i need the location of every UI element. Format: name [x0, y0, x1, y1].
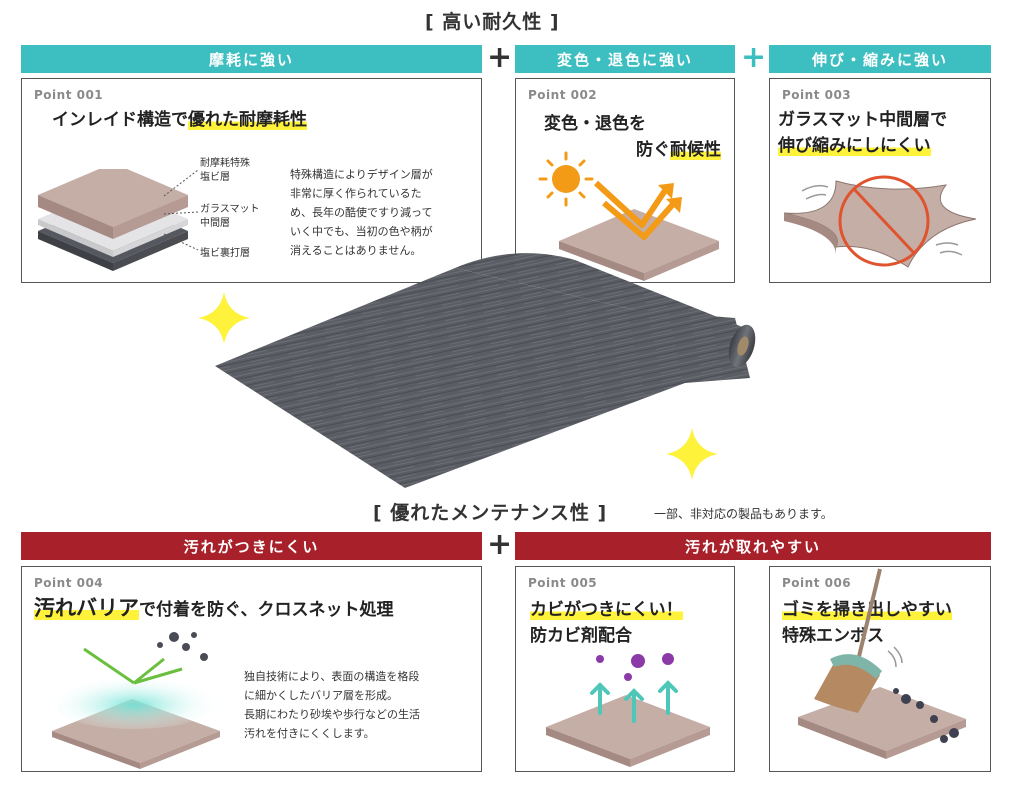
point-002-heading-line2: 防ぐ耐候性 — [636, 140, 721, 160]
sweeping-illustration — [798, 568, 966, 759]
plus-icon: + — [487, 527, 513, 562]
banner-easy-clean: 汚れが取れやすい — [515, 532, 991, 560]
point-006-heading-line1: ゴミを掃き出しやすい — [782, 600, 952, 620]
point-002-heading-line1: 変色・退色を — [544, 114, 646, 134]
point-004-card: Point 004 汚れバリアで付着を防ぐ、クロスネット処理 独自技術により、表… — [21, 566, 482, 772]
availability-note: 一部、非対応の製品もあります。 — [654, 507, 833, 521]
plus-icon: + — [487, 40, 513, 75]
point-001-card: Point 001 インレイド構造で優れた耐摩耗性 耐摩耗特殊塩ビ層 ガラスマッ… — [21, 78, 482, 283]
barrier-illustration — [46, 632, 222, 769]
broom-icon — [814, 568, 882, 713]
point-id: Point 004 — [34, 576, 104, 590]
sparkle-icon — [198, 292, 250, 344]
point-003-card: Point 003 ガラスマット中間層で 伸び縮みにしにくい — [769, 78, 991, 283]
point-004-body: 独自技術により、表面の構造を格段 に細かくしたバリア層を形成。 長期にわたり砂埃… — [244, 670, 420, 740]
point-id: Point 003 — [782, 88, 852, 102]
layer-label-bottom: 塩ビ裏打層 — [200, 248, 250, 259]
prohibited-icon — [838, 175, 930, 267]
sun-icon — [538, 151, 594, 207]
layer-structure-illustration — [38, 169, 188, 271]
point-006-heading-line2: 特殊エンボス — [782, 626, 884, 646]
banner-stain-resistant: 汚れがつきにくい — [21, 532, 482, 560]
point-002-card: Point 002 変色・退色を 防ぐ耐候性 — [515, 78, 735, 283]
point-003-heading-line2: 伸び縮みにしにくい — [778, 136, 931, 156]
point-id: Point 005 — [528, 576, 598, 590]
point-001-body: 特殊構造によりデザイン層が 非常に厚く作られているた め、長年の酷使ですり減って… — [290, 168, 433, 257]
point-005-card: Point 005 カビがつきにくい！ 防カビ剤配合 — [515, 566, 735, 772]
floor-sheet-roll-image — [215, 253, 756, 488]
durability-section-title: [ 高い耐久性 ] — [425, 11, 560, 33]
banner-discoloration: 変色・退色に強い — [515, 45, 735, 73]
point-id: Point 001 — [34, 88, 104, 102]
point-id: Point 006 — [782, 576, 852, 590]
weather-illustration — [538, 151, 719, 281]
point-005-heading-line1: カビがつきにくい！ — [530, 600, 683, 620]
point-id: Point 002 — [528, 88, 598, 102]
point-003-heading-line1: ガラスマット中間層で — [778, 110, 948, 130]
point-006-card: Point 006 ゴミを掃き出しやすい 特殊エンボス — [769, 566, 991, 772]
banner-abrasion: 摩耗に強い — [21, 45, 482, 73]
sparkle-icon — [666, 428, 718, 480]
stretch-illustration — [783, 175, 977, 268]
layer-label-middle: ガラスマット中間層 — [200, 204, 260, 229]
point-004-heading: 汚れバリアで付着を防ぐ、クロスネット処理 — [34, 596, 394, 620]
maintenance-section-title: [ 優れたメンテナンス性 ] — [373, 502, 608, 524]
point-001-heading: インレイド構造で優れた耐摩耗性 — [52, 110, 307, 130]
layer-label-top: 耐摩耗特殊塩ビ層 — [200, 158, 250, 183]
banner-stretch: 伸び・縮みに強い — [769, 45, 991, 73]
antimold-illustration — [546, 653, 710, 767]
leader-lines — [163, 169, 199, 251]
point-005-heading-line2: 防カビ剤配合 — [530, 626, 632, 646]
plus-icon: + — [741, 40, 767, 75]
